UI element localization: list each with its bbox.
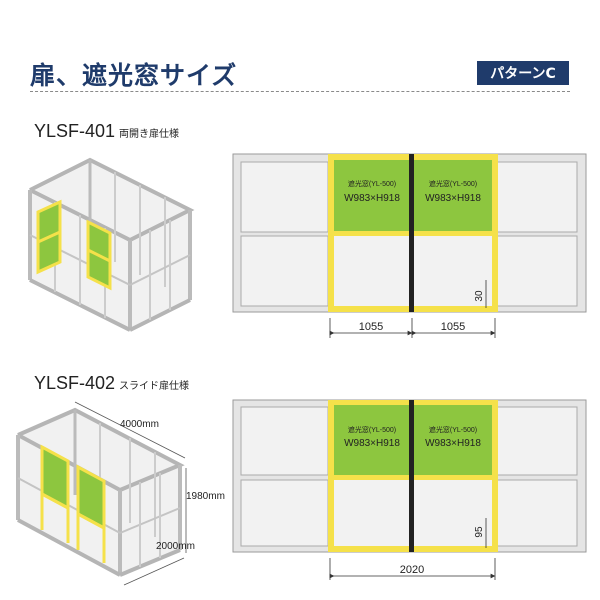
iso-door-401 bbox=[36, 199, 112, 291]
page-title: 扉、遮光窓サイズ bbox=[30, 61, 238, 90]
dim-gap: 95 bbox=[474, 526, 485, 538]
model-desc: 両開き扉仕様 bbox=[119, 129, 180, 140]
window-size: W983×H918 bbox=[425, 438, 481, 449]
iso-dims-402 bbox=[74, 401, 187, 586]
title-divider bbox=[30, 91, 570, 92]
window-size: W983×H918 bbox=[344, 438, 400, 449]
dims-402 bbox=[329, 518, 496, 580]
window-label: 遮光窓(YL-500) bbox=[348, 179, 396, 188]
window-left bbox=[334, 160, 411, 231]
window-label: 遮光窓(YL-500) bbox=[429, 425, 477, 434]
dim-total-width: 2020 bbox=[400, 564, 424, 576]
window-right bbox=[414, 405, 492, 475]
front-view-401 bbox=[232, 153, 587, 313]
dim-right-width: 1055 bbox=[441, 321, 465, 333]
model-code: YLSF-402 bbox=[34, 373, 116, 393]
model-code: YLSF-401 bbox=[34, 121, 116, 141]
window-size: W983×H918 bbox=[344, 193, 400, 204]
window-label: 遮光窓(YL-500) bbox=[348, 425, 396, 434]
iso-door-402 bbox=[40, 444, 106, 563]
model-desc: スライド扉仕様 bbox=[119, 381, 190, 392]
dim-left-width: 1055 bbox=[359, 321, 383, 333]
window-size: W983×H918 bbox=[425, 193, 481, 204]
iso-dim-width: 2000mm bbox=[156, 541, 195, 552]
window-left bbox=[334, 405, 411, 475]
dim-gap: 30 bbox=[474, 290, 485, 302]
iso-dim-height: 1980mm bbox=[186, 491, 225, 502]
dims-401 bbox=[329, 280, 496, 338]
window-right bbox=[414, 160, 492, 231]
window-label: 遮光窓(YL-500) bbox=[429, 179, 477, 188]
iso-dim-depth: 4000mm bbox=[120, 419, 159, 430]
front-view-402 bbox=[232, 399, 587, 553]
pattern-badge: パターンC bbox=[477, 61, 569, 85]
